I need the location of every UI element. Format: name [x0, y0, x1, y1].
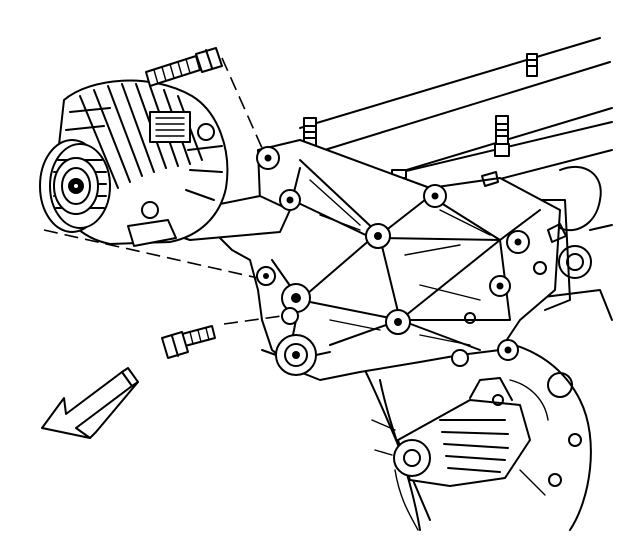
alternator	[39, 79, 229, 247]
upper-bolt	[145, 47, 223, 87]
mounting-bracket	[169, 139, 567, 381]
arrow-down-left-icon	[41, 367, 139, 439]
lower-bolt	[161, 325, 216, 359]
head-stud	[494, 115, 510, 157]
assembly-line	[43, 57, 283, 325]
water-pump	[393, 377, 531, 487]
head-stud	[526, 53, 538, 77]
